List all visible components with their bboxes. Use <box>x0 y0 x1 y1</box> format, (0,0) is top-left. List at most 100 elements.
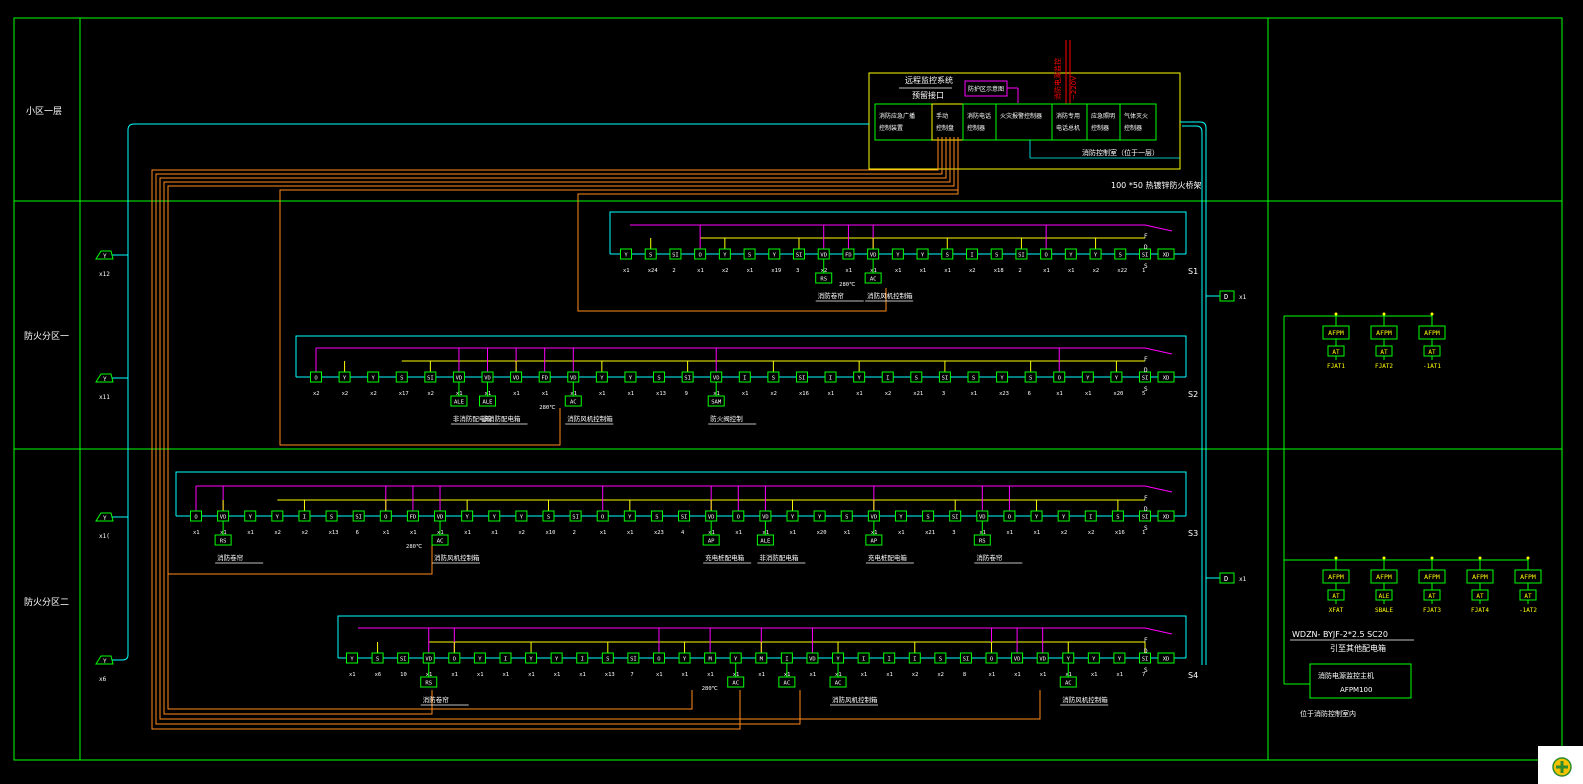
cable-tray-note: 100 *50 热镀锌防火桥架 <box>1111 180 1202 190</box>
device-S4-18-qty: x1 <box>809 672 816 678</box>
device-S2-0-qty: x2 <box>313 391 320 397</box>
device-S1-20-sym: S <box>1119 253 1122 259</box>
sub-device-S3-1-note: 消防风机控制箱 <box>434 553 480 562</box>
device-S3-5-qty: x13 <box>329 530 339 536</box>
rp-g1-item-0-top: AFPM <box>1328 329 1344 337</box>
control-module-3-line1: 火灾报警控制器 <box>1000 112 1042 120</box>
device-S3-8-sym: FD <box>410 515 417 521</box>
row-tail-S3-s: S <box>1144 525 1148 532</box>
device-S2-2-qty: x2 <box>370 391 377 397</box>
device-S2-28-sym: Y <box>1115 376 1119 382</box>
device-S2-25-sym: S <box>1029 376 1032 382</box>
device-S4-25: Ox1 <box>985 652 998 678</box>
row-tail-S1-f: F <box>1144 233 1148 240</box>
sub-device-S2-0-note: 非消防配电箱 <box>453 414 493 423</box>
device-S3-13-sym: S <box>547 515 550 521</box>
sub-device-S4-3-sym: AC <box>835 681 842 687</box>
device-S3-13-qty: x10 <box>545 530 555 536</box>
sub-device-S2-1-note: 非消防配电箱 <box>482 414 521 423</box>
sub-device-S2-0-sym: ALE <box>454 400 464 406</box>
device-S3-31-sym: Y <box>1035 515 1039 521</box>
device-S4-14: Mx1 <box>704 652 717 678</box>
device-S2-21-sym: S <box>915 376 918 382</box>
device-S1-14-qty: x2 <box>969 268 976 274</box>
device-S3-3-sym: Y <box>276 515 280 521</box>
device-S4-1-sym: S <box>376 657 379 663</box>
device-S1-4: Yx2 <box>718 248 731 274</box>
device-S1-15-sym: S <box>995 253 998 259</box>
row-tail-S1-box: XD <box>1163 253 1170 259</box>
device-S3-28-sym: SI <box>952 515 959 521</box>
device-S4-31-qty: 7 <box>1142 672 1145 678</box>
device-S2-29-qty: 5 <box>1142 391 1145 397</box>
sub-device-S1-1-sym: AC <box>870 277 877 283</box>
device-S3-14: SI2 <box>569 510 582 536</box>
device-S2-27-sym: Y <box>1086 376 1090 382</box>
device-S4-14-qty: x1 <box>707 672 714 678</box>
device-S4-31-sym: SI <box>1142 657 1149 663</box>
device-S1-20-qty: x22 <box>1117 268 1127 274</box>
device-S2-24-qty: x23 <box>999 391 1009 397</box>
zone-label-fire-zone-1: 防火分区一 <box>24 330 69 342</box>
device-S2-20: Ix2 <box>881 371 894 397</box>
sub-device-S4-2: AC <box>778 663 796 688</box>
sub-device-S2-3-note: 防火阀控制 <box>710 414 743 423</box>
device-S2-12-qty: x13 <box>656 391 666 397</box>
device-S4-5-sym: Y <box>478 657 482 663</box>
device-row-S3: Ox1VDx1Yx1Yx2Ix2Sx13SI6Ox1FDx1VDx1Yx1Yx1… <box>175 471 1198 564</box>
sub-device-S1-1-note: 消防风机控制箱 <box>867 291 913 300</box>
sub-device-S4-2-sym: AC <box>784 681 791 687</box>
row-tail-S3-box: XD <box>1163 515 1170 521</box>
device-S4-27-qty: x1 <box>1040 672 1047 678</box>
device-S3-26-qty: x1 <box>898 530 905 536</box>
device-S4-21: Ix1 <box>883 652 896 678</box>
sub-device-S1-0-note: 消防卷帘 <box>818 291 845 300</box>
row-tail-S4-f: F <box>1144 637 1148 644</box>
device-S4-21-sym: I <box>888 657 891 663</box>
device-S3-33: Ix2 <box>1084 510 1097 536</box>
device-S1-13-qty: x1 <box>944 268 951 274</box>
device-S4-10-sym: S <box>606 657 609 663</box>
device-S4-8: Yx1 <box>550 652 563 678</box>
device-S2-10: Yx1 <box>595 371 608 397</box>
device-S1-5-qty: x1 <box>747 268 754 274</box>
device-S2-18: Ix1 <box>824 371 837 397</box>
plus-icon[interactable] <box>1538 746 1583 784</box>
device-S4-24-sym: SI <box>963 657 970 663</box>
device-S4-29: Yx1 <box>1087 652 1100 678</box>
left-terminal-0-qty: x12 <box>99 271 110 278</box>
device-S1-11: Yx1 <box>891 248 904 274</box>
device-S1-12: Yx1 <box>916 248 929 274</box>
rp-g1-item-0-mid: AT <box>1332 349 1340 356</box>
device-S1-2: SI2 <box>669 248 682 274</box>
device-S2-13-qty: 9 <box>685 391 688 397</box>
device-S4-24-qty: 8 <box>963 672 966 678</box>
device-S3-29-sym: VD <box>979 515 986 521</box>
device-S4-26-qty: x1 <box>1014 672 1021 678</box>
device-S2-12-sym: S <box>657 376 660 382</box>
device-S2-29-sym: SI <box>1142 376 1149 382</box>
rp-g2-item-2-top: AFPM <box>1424 573 1440 581</box>
row-tail-S1-d: D <box>1144 244 1148 251</box>
sub-device-S3-4-note: 充电桩配电箱 <box>868 553 908 562</box>
riser-tap-2-qty: x1 <box>1239 576 1247 583</box>
device-S4-12-sym: O <box>657 657 660 663</box>
sub-device-S3-3-note: 非消防配电箱 <box>759 553 799 562</box>
device-S3-7-qty: x1 <box>383 530 390 536</box>
row-tail-S4-box: XD <box>1163 657 1170 663</box>
